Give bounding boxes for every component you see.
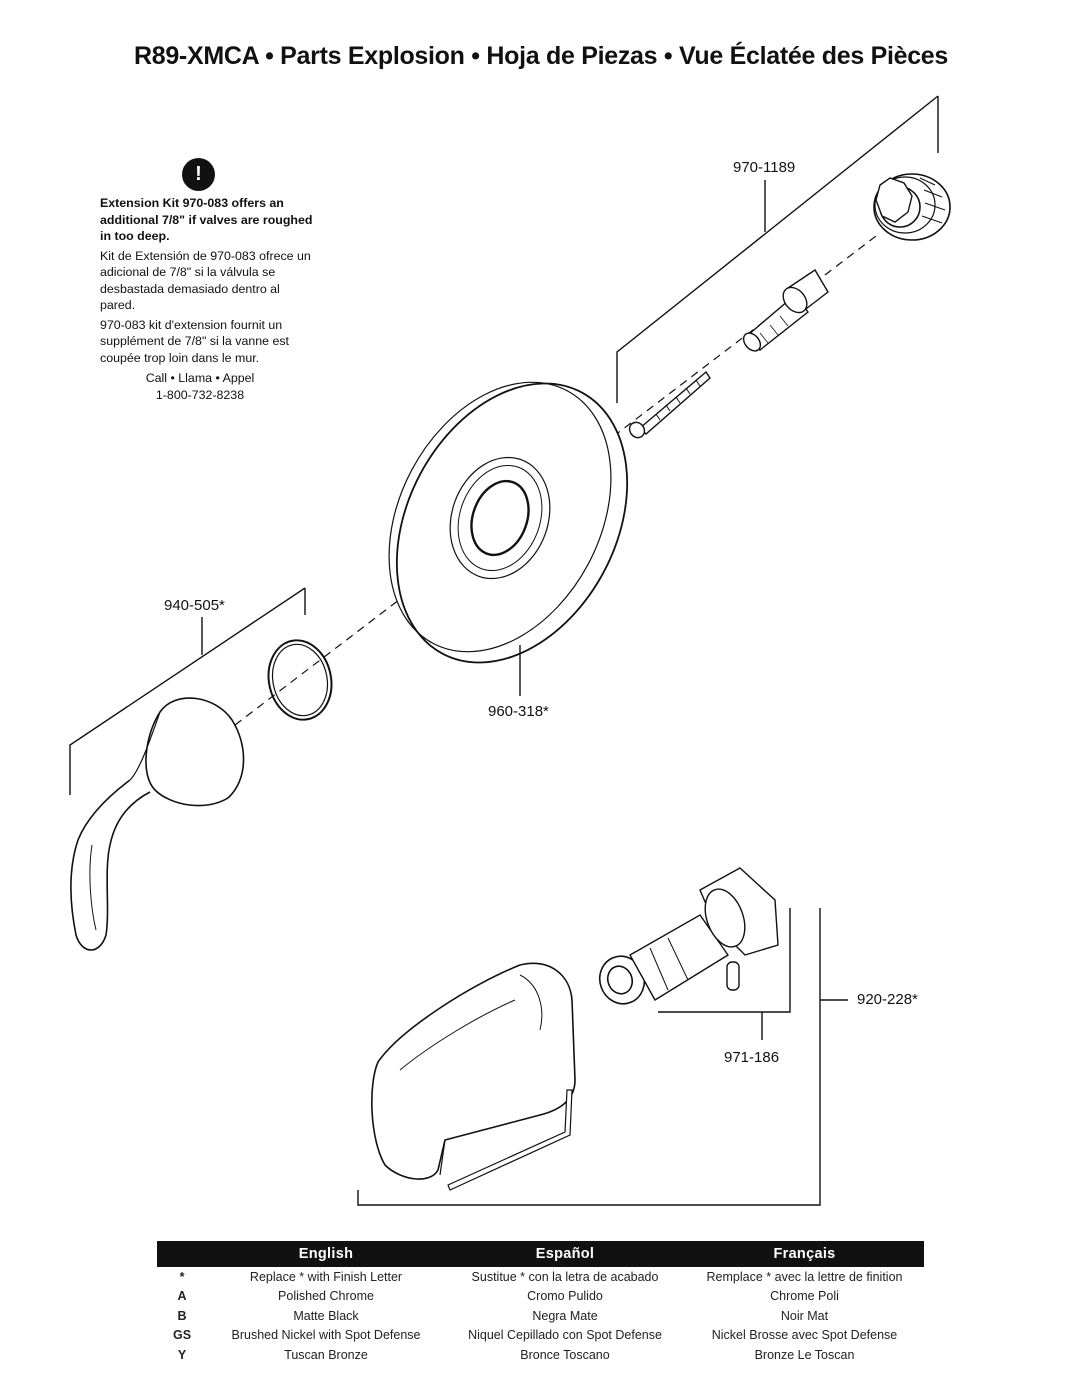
legend-english: Brushed Nickel with Spot Defense [231, 1328, 421, 1343]
legend-spanish: Negra Mate [532, 1308, 598, 1323]
callout-920-228: 920-228* [357, 908, 918, 1206]
part-label-970-1189: 970-1189 [733, 159, 795, 176]
screw-part [628, 370, 711, 439]
part-label-971-186: 971-186 [724, 1049, 779, 1066]
legend-header-english: English [207, 1241, 445, 1267]
part-label-920-228: 920-228* [857, 991, 918, 1008]
threaded-adapter-part [873, 173, 951, 241]
legend-code: A [177, 1289, 187, 1304]
legend-french: Chrome Poli [770, 1289, 839, 1304]
legend-code: B [177, 1308, 187, 1323]
notice-phone: 1-800-732-8238 [155, 387, 245, 402]
legend-row: A Polished Chrome Cromo Pulido Chrome Po… [157, 1287, 924, 1307]
callout-971-186: 971-186 [658, 908, 791, 1066]
legend-spanish: Niquel Cepillado con Spot Defense [468, 1328, 662, 1343]
notice-spanish: Kit de Extensión de 970-083 ofrece un ad… [100, 248, 311, 313]
exploded-parts-diagram: 970-1189 [69, 95, 951, 1206]
callout-970-1189: 970-1189 [616, 95, 939, 403]
legend-row: B Matte Black Negra Mate Noir Mat [157, 1306, 924, 1326]
notice-french: 970-083 kit d'extension fournit un suppl… [100, 317, 289, 365]
legend-french: Noir Mat [780, 1308, 829, 1323]
extension-kit-notice: ! Extension Kit 970-083 offers an additi… [100, 158, 315, 403]
legend-english: Replace * with Finish Letter [249, 1269, 403, 1284]
splined-insert-part [742, 269, 829, 352]
legend-spanish: Sustitue * con la letra de acabado [471, 1269, 659, 1284]
legend-header-french: Français [685, 1241, 924, 1267]
part-label-940-505: 940-505* [164, 597, 225, 614]
notice-english: Extension Kit 970-083 offers an addition… [100, 196, 313, 243]
spout-adapter-part [598, 867, 779, 1005]
callout-960-318: 960-318* [488, 645, 549, 720]
notice-call-label: Call • Llama • Appel [145, 371, 255, 385]
legend-english: Matte Black [293, 1308, 359, 1323]
legend-header-code [157, 1241, 207, 1267]
set-screw-part [726, 961, 740, 991]
legend-french: Remplace * avec la lettre de finition [706, 1269, 903, 1284]
finish-legend-table: English Español Français * Replace * wit… [157, 1241, 924, 1365]
legend-spanish: Cromo Pulido [527, 1289, 603, 1304]
o-ring-part [267, 639, 333, 721]
legend-code: Y [177, 1347, 187, 1362]
legend-header-spanish: Español [445, 1241, 685, 1267]
legend-code: * [179, 1269, 185, 1284]
lever-handle-part [70, 697, 245, 951]
legend-row: Y Tuscan Bronze Bronce Toscano Bronze Le… [157, 1345, 924, 1365]
callout-940-505: 940-505* [69, 587, 306, 795]
legend-spanish: Bronce Toscano [520, 1347, 610, 1362]
legend-code: GS [172, 1328, 192, 1343]
tub-spout-part [371, 962, 576, 1191]
page-title: R89-XMCA • Parts Explosion • Hoja de Pie… [133, 42, 949, 70]
legend-french: Nickel Brosse avec Spot Defense [711, 1328, 898, 1343]
legend-row: GS Brushed Nickel with Spot Defense Niqu… [157, 1326, 924, 1346]
legend-english: Polished Chrome [278, 1289, 374, 1304]
part-label-960-318: 960-318* [488, 703, 549, 720]
legend-row: * Replace * with Finish Letter Sustitue … [157, 1267, 924, 1287]
legend-french: Bronze Le Toscan [754, 1347, 855, 1362]
legend-header-row: English Español Français [157, 1241, 924, 1267]
legend-english: Tuscan Bronze [284, 1347, 368, 1362]
warning-icon: ! [182, 158, 215, 191]
escutcheon-plate-part [388, 381, 629, 664]
